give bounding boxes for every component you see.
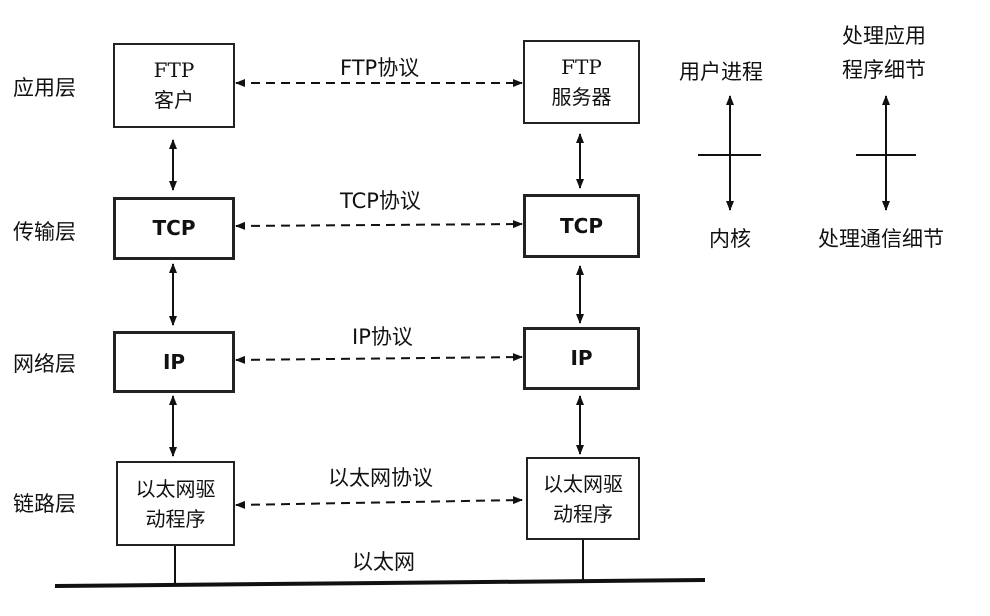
ftp-client-box: FTP 客户	[113, 43, 235, 128]
ethernet-protocol-arrow	[235, 496, 523, 509]
right-driver-line1: 以太网驱	[543, 471, 623, 496]
left-ethernet-driver-box: 以太网驱 动程序	[116, 461, 235, 546]
ethernet-network-label: 以太网	[352, 550, 415, 574]
transport-layer-label: 传输层	[13, 220, 76, 244]
left-tcp-box: TCP	[113, 197, 235, 260]
right-tcp-box: TCP	[523, 194, 640, 258]
ftp-client-line1: FTP	[153, 58, 195, 82]
legend-app-details-line2: 程序细节	[842, 58, 926, 82]
ip-protocol-label: IP协议	[352, 325, 413, 349]
legend-user-process: 用户进程	[679, 60, 763, 84]
tcp-protocol-label: TCP协议	[340, 189, 421, 213]
right-ethernet-driver-box: 以太网驱 动程序	[526, 457, 640, 540]
left-driver-line1: 以太网驱	[135, 476, 216, 501]
ftp-server-line2: 服务器	[551, 84, 612, 109]
ftp-protocol-label: FTP协议	[340, 56, 420, 80]
right-tcp-label: TCP	[560, 213, 603, 238]
network-layer-label: 网络层	[13, 352, 76, 376]
application-layer-label: 应用层	[13, 76, 76, 100]
tcp-protocol-arrow	[235, 220, 523, 230]
left-driver-line2: 动程序	[145, 506, 206, 531]
legend-comm-details: 处理通信细节	[818, 227, 944, 251]
ftp-server-box: FTP 服务器	[523, 40, 640, 124]
ethernet-protocol-label: 以太网协议	[328, 466, 433, 490]
right-ip-box: IP	[523, 327, 640, 390]
legend-kernel: 内核	[709, 227, 751, 251]
right-driver-line2: 动程序	[553, 501, 613, 526]
left-tcp-label: TCP	[152, 216, 196, 240]
right-ip-label: IP	[570, 346, 593, 370]
left-ip-label: IP	[162, 349, 186, 374]
legend-app-details-line1: 处理应用	[842, 24, 926, 48]
left-ip-box: IP	[113, 331, 235, 393]
ftp-server-line1: FTP	[561, 54, 602, 79]
link-layer-label: 链路层	[13, 492, 76, 516]
ftp-client-line2: 客户	[154, 88, 194, 112]
ip-protocol-arrow	[235, 353, 523, 364]
ethernet-bus	[54, 578, 706, 588]
